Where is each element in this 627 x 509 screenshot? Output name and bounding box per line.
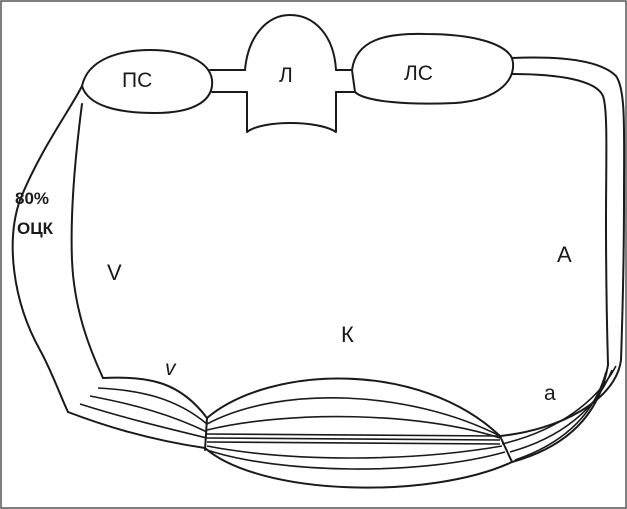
capillary-right-edge — [500, 436, 512, 462]
capillary-line-2 — [207, 438, 500, 440]
vein-inner-wall — [72, 104, 103, 378]
arteries-label: A — [557, 242, 572, 267]
blood-volume-percent-label: 80% — [15, 189, 49, 208]
venules-label: v — [165, 357, 177, 380]
arterioles-label: a — [544, 382, 556, 405]
venule-2 — [98, 388, 207, 424]
venule-5 — [68, 412, 205, 448]
blood-volume-abbr-label: ОЦК — [17, 219, 54, 238]
capillary-arc-4 — [207, 446, 502, 458]
capillaries-label: К — [341, 322, 354, 347]
right-atrium-label: ПС — [122, 69, 152, 92]
capillary-line-3 — [207, 442, 500, 444]
arteriole-4 — [515, 372, 606, 460]
capillary-line-1 — [207, 434, 500, 436]
aorta-inner-wall — [512, 74, 608, 365]
capillary-bottom-arc — [205, 448, 512, 488]
left-atrium-label: ЛС — [404, 62, 433, 85]
arteriole-1 — [500, 360, 621, 436]
arteriole-2 — [502, 366, 616, 444]
lungs-label: Л — [279, 64, 293, 87]
veins-label: V — [107, 260, 122, 285]
